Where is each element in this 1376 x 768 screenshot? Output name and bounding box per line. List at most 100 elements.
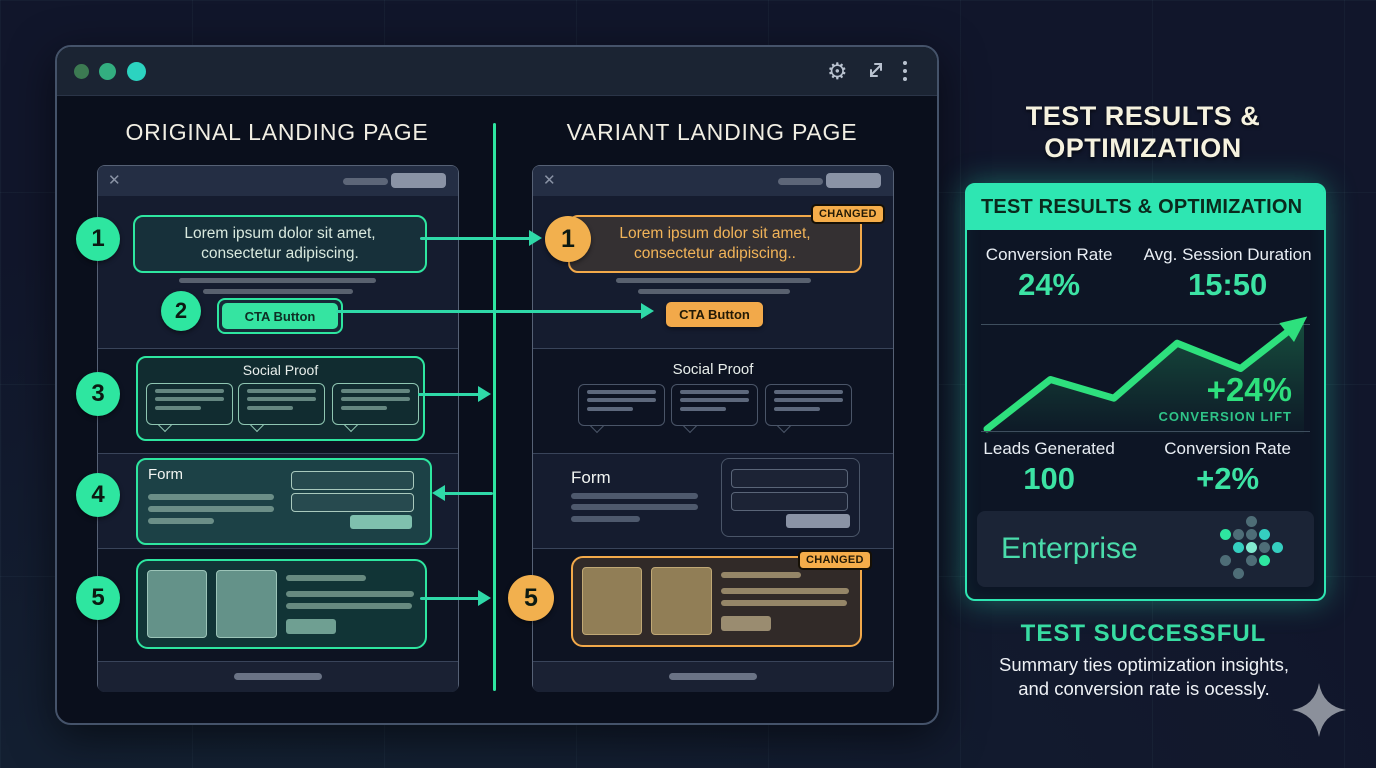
placeholder-line [286, 603, 412, 609]
variant-form-group [721, 458, 860, 537]
traffic-light-icon-2[interactable] [99, 63, 116, 80]
placeholder-line [774, 398, 843, 402]
mockup-footer [533, 661, 893, 692]
original-social-proof-box: Social Proof [136, 356, 425, 441]
bubble-tail [249, 417, 265, 433]
logo-dot [1272, 542, 1283, 553]
plan-card: Enterprise [977, 511, 1314, 587]
social-proof-title: Social Proof [672, 361, 754, 378]
variant-gallery-box [571, 556, 862, 647]
placeholder-line [721, 572, 801, 578]
divider-line [981, 324, 1310, 325]
summary-line: Summary ties optimization insights, [999, 654, 1289, 675]
variant-step-badge-5: 5 [508, 575, 554, 621]
step-badge-4: 4 [76, 473, 120, 517]
placeholder-line [341, 405, 387, 410]
placeholder-line [680, 406, 726, 411]
placeholder-line [571, 504, 698, 510]
placeholder-line [155, 397, 224, 401]
social-proof-title: Social Proof [242, 362, 319, 378]
traffic-light-icon-3[interactable] [127, 62, 146, 81]
original-cta-highlight-box: CTA Button [217, 298, 343, 334]
placeholder-line [341, 388, 410, 393]
form-input-placeholder [731, 492, 848, 511]
sparkle-icon [1292, 683, 1346, 737]
placeholder-line [571, 516, 640, 522]
social-section [98, 348, 458, 454]
logo-dot [1246, 529, 1257, 540]
original-form-box: Form [136, 458, 432, 545]
logo-dot [1220, 555, 1231, 566]
dot-cluster-logo-icon [1212, 515, 1292, 583]
placeholder-line [774, 389, 843, 394]
logo-dot [1233, 529, 1244, 540]
metric-value: +2% [1196, 461, 1260, 496]
metric-conversion-rate: Conversion Rate 24% [967, 245, 1131, 303]
conversion-lift-chart [983, 316, 1308, 434]
kebab-menu-icon[interactable] [903, 61, 907, 81]
testimonial-bubble [671, 384, 758, 434]
placeholder-line [616, 278, 811, 283]
column-divider-line [493, 123, 496, 691]
arrow-shaft [420, 596, 480, 600]
metric-session-duration: Avg. Session Duration 15:50 [1131, 245, 1324, 303]
form-submit-placeholder [786, 514, 850, 528]
traffic-light-icon-1[interactable] [74, 64, 89, 79]
conversion-lift-label: CONVERSION LIFT [1158, 409, 1292, 424]
results-heading-line: TEST RESULTS & [1025, 101, 1261, 131]
original-landing-mockup: ✕ Lorem ipsum dolor sit amet, consectetu… [97, 165, 459, 692]
placeholder-line [203, 289, 353, 294]
step-badge-5: 5 [76, 576, 120, 620]
original-column-title: ORIGINAL LANDING PAGE [125, 119, 429, 145]
changed-badge: CHANGED [798, 550, 872, 570]
original-cta-button[interactable]: CTA Button [222, 303, 338, 329]
metric-label: Leads Generated [983, 439, 1115, 458]
testimonial-bubble [332, 383, 419, 433]
form-title: Form [571, 468, 611, 487]
placeholder-line [247, 397, 316, 401]
placeholder-line [179, 278, 376, 283]
arrow-head-icon [641, 303, 654, 319]
placeholder-line [680, 389, 749, 394]
test-status: TEST SUCCESSFUL [1020, 620, 1267, 647]
image-placeholder [582, 567, 642, 635]
close-icon: ✕ [108, 172, 121, 189]
divider-line [981, 431, 1310, 432]
metrics-bottom-row: Leads Generated 100 Conversion Rate +2% [967, 439, 1324, 497]
headline-line: Lorem ipsum dolor sit amet, [619, 224, 811, 242]
arrow-head-icon [529, 230, 542, 246]
browser-bar-pill [391, 173, 446, 188]
form-input-placeholder [291, 471, 414, 490]
browser-bar-pill [778, 178, 823, 185]
placeholder-line [286, 591, 414, 597]
metric-value: 24% [1018, 267, 1081, 302]
testimonial-bubble [238, 383, 325, 433]
placeholder-line [638, 289, 790, 294]
results-heading: TEST RESULTS & OPTIMIZATION [973, 100, 1313, 164]
mockup-footer [98, 661, 458, 692]
placeholder-line [247, 388, 316, 393]
logo-dot [1259, 542, 1270, 553]
testimonial-bubble [578, 384, 665, 434]
headline-line: consectetur adipiscing. [201, 245, 359, 262]
logo-dot [1259, 529, 1270, 540]
bubble-tail [343, 417, 359, 433]
variant-column-title: VARIANT LANDING PAGE [566, 119, 858, 145]
chart-arrow-head-icon [1279, 316, 1308, 342]
variant-cta-button[interactable]: CTA Button [666, 302, 763, 327]
conversion-lift-value: +24% [1206, 371, 1292, 408]
expand-icon[interactable] [865, 58, 887, 85]
placeholder-line [680, 398, 749, 402]
arrow-shaft [420, 236, 531, 240]
placeholder-line [774, 406, 820, 411]
diagram-window: ⚙ ORIGINAL LANDING PAGE VARIANT LANDING … [55, 45, 939, 725]
headline-line: Lorem ipsum dolor sit amet, [184, 224, 376, 242]
step-badge-2: 2 [161, 291, 201, 331]
results-card-header: TEST RESULTS & OPTIMIZATION [967, 185, 1324, 230]
placeholder-line [247, 405, 293, 410]
settings-gear-icon[interactable]: ⚙ [827, 58, 848, 84]
chart-trend-line [983, 327, 1293, 433]
metric-label: Conversion Rate [1164, 439, 1291, 458]
variant-step-badge-1: 1 [545, 216, 591, 262]
footer-pill [234, 673, 322, 680]
